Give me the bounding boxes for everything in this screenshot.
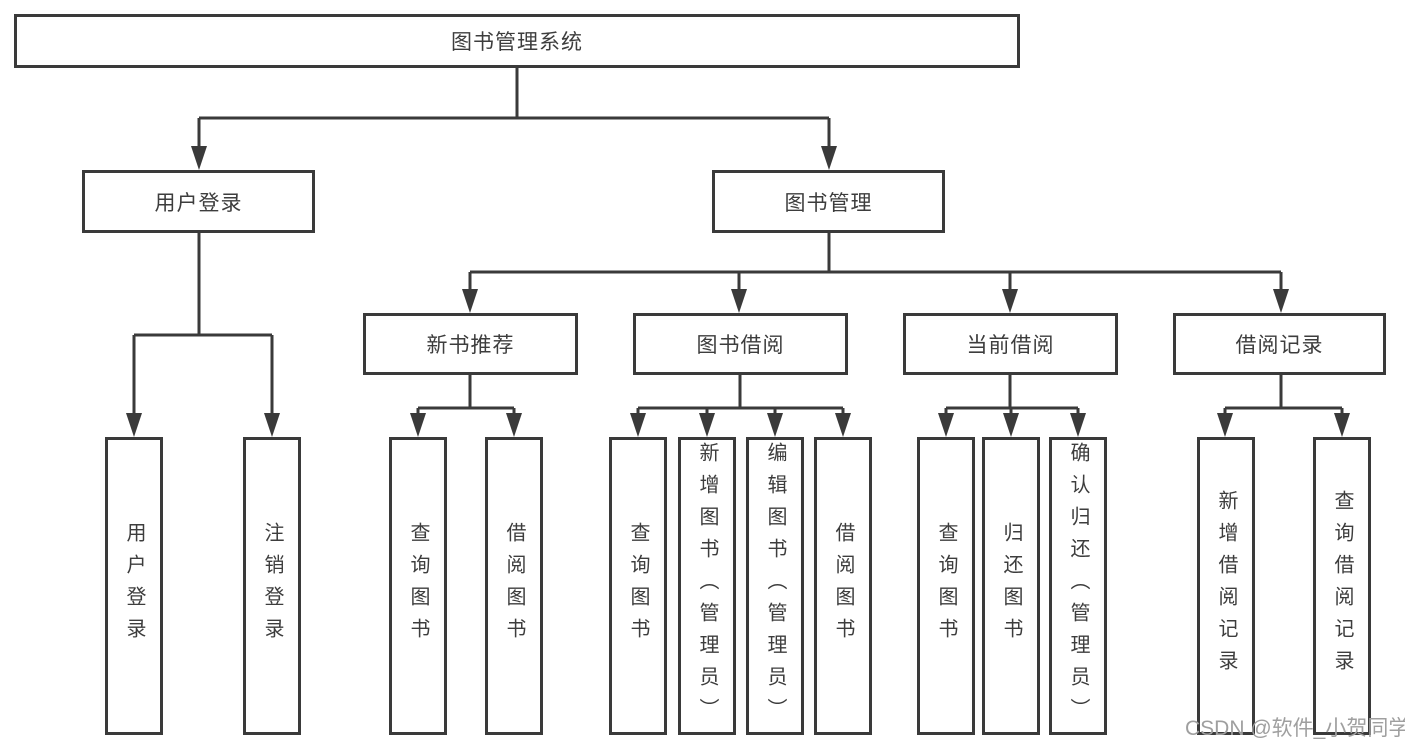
leaf-borrow-books-borrowing: 借阅图书 [814, 437, 872, 735]
csdn-watermark: CSDN @软件_小贺同学 [1185, 717, 1405, 740]
leaf-edit-books-admin: 编辑图书（管理员） [746, 437, 804, 735]
leaf-add-borrow-record: 新增借阅记录 [1197, 437, 1255, 735]
node-book-borrowing: 图书借阅 [633, 313, 848, 375]
leaf-add-books-admin: 新增图书（管理员） [678, 437, 736, 735]
leaf-return-books: 归还图书 [982, 437, 1040, 735]
leaf-borrow-books-recommend: 借阅图书 [485, 437, 543, 735]
leaf-query-books-borrowing: 查询图书 [609, 437, 667, 735]
node-book-management: 图书管理 [712, 170, 945, 233]
leaf-query-borrow-record: 查询借阅记录 [1313, 437, 1371, 735]
node-user-login: 用户登录 [82, 170, 315, 233]
leaf-confirm-return-admin: 确认归还（管理员） [1049, 437, 1107, 735]
leaf-logout: 注销登录 [243, 437, 301, 735]
leaf-user-login: 用户登录 [105, 437, 163, 735]
node-current-borrowing: 当前借阅 [903, 313, 1118, 375]
node-library-system: 图书管理系统 [14, 14, 1020, 68]
leaf-query-books-recommend: 查询图书 [389, 437, 447, 735]
node-borrow-records: 借阅记录 [1173, 313, 1386, 375]
node-new-book-recommend: 新书推荐 [363, 313, 578, 375]
leaf-query-books-current: 查询图书 [917, 437, 975, 735]
